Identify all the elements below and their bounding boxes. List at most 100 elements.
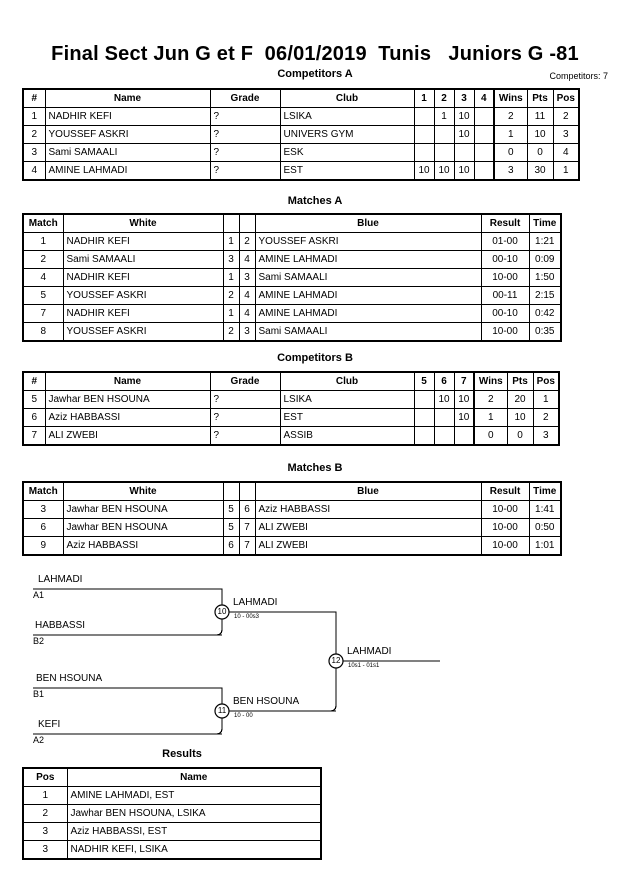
cell-result: 00-10 [480,304,530,323]
col-m6: 6 [433,371,455,391]
col-white: White [62,213,224,233]
cell-match: 3 [22,500,64,519]
section-title-competitors-b: Competitors B [277,352,353,364]
cell-score-1: 10 [413,161,435,181]
col-time: Time [528,481,562,501]
cell-time: 1:50 [528,268,562,287]
col-white-num [222,213,240,233]
cell-blue-num: 2 [238,232,256,251]
cell-white-num: 1 [222,304,240,323]
cell-wins: 1 [493,125,528,144]
cell-white-num: 1 [222,232,240,251]
cell-num: 6 [22,408,46,427]
cell-score-1 [413,107,435,126]
cell-white: NADHIR KEFI [62,232,224,251]
cell-score-3 [453,143,475,162]
col-blue: Blue [254,481,482,501]
bracket-match-number-11: 11 [217,706,227,715]
col-pos: Pos [532,371,560,391]
cell-score-4 [473,125,495,144]
cell-match: 5 [22,286,64,305]
cell-blue: Aziz HABBASSI [254,500,482,519]
cell-blue: Sami SAMAALI [254,322,482,342]
cell-grade: ? [209,125,281,144]
cell-score-3: 10 [453,107,475,126]
col-match: Match [22,213,64,233]
col-pts: Pts [526,88,554,108]
cell-club: LSIKA [279,390,415,409]
cell-blue-num: 6 [238,500,256,519]
cell-pts: 10 [526,125,554,144]
col-name: Name [66,767,322,787]
cell-blue-num: 3 [238,322,256,342]
cell-pos: 2 [552,107,580,126]
cell-pos: 2 [532,408,560,427]
cell-result: 10-00 [480,500,530,519]
cell-name: Aziz HABBASSI [44,408,211,427]
cell-pts: 0 [526,143,554,162]
cell-wins: 2 [493,107,528,126]
cell-name: AMINE LAHMADI [44,161,211,181]
cell-grade: ? [209,408,281,427]
col-club: Club [279,371,415,391]
cell-time: 1:21 [528,232,562,251]
cell-pos: 3 [22,840,68,860]
col-blue-num [238,481,256,501]
cell-score-1 [413,125,435,144]
col-name: Name [44,371,211,391]
cell-pts: 30 [526,161,554,181]
col-wins: Wins [473,371,508,391]
cell-result: 10-00 [480,268,530,287]
cell-white: Jawhar BEN HSOUNA [62,518,224,537]
cell-blue: YOUSSEF ASKRI [254,232,482,251]
cell-pts: 11 [526,107,554,126]
bracket-entry-name-1: LAHMADI [38,574,83,585]
cell-time: 1:41 [528,500,562,519]
bracket-score-10: 10 - 00s3 [234,614,260,620]
cell-club: ESK [279,143,415,162]
col-pos: Pos [22,767,68,787]
cell-name: NADHIR KEFI, LSIKA [66,840,322,860]
cell-pos: 1 [532,390,560,409]
cell-white-num: 2 [222,322,240,342]
col-blue-num [238,213,256,233]
col-white-num [222,481,240,501]
cell-blue-num: 7 [238,536,256,556]
col-pts: Pts [506,371,534,391]
cell-pos: 2 [22,804,68,823]
bracket-entry-seed-4: A2 [33,735,45,745]
bracket-winner-12: LAHMADI [347,646,392,657]
cell-pos: 1 [22,786,68,805]
cell-blue: ALI ZWEBI [254,518,482,537]
cell-white: Aziz HABBASSI [62,536,224,556]
col-result: Result [480,481,530,501]
cell-wins: 1 [473,408,508,427]
cell-name: Sami SAMAALI [44,143,211,162]
cell-time: 0:42 [528,304,562,323]
cell-grade: ? [209,426,281,446]
cell-pos: 3 [552,125,580,144]
cell-grade: ? [209,161,281,181]
cell-blue: AMINE LAHMADI [254,250,482,269]
cell-score-5 [413,390,435,409]
cell-result: 10-00 [480,536,530,556]
table-header-row: # Name Grade Club 5 6 7 Wins Pts Pos [22,371,560,391]
cell-score-6 [433,408,455,427]
col-white: White [62,481,224,501]
competitors-count: Competitors: 7 [549,71,608,81]
competitors-a-table: # Name Grade Club 1 2 3 4 Wins Pts Pos 1… [22,88,580,181]
